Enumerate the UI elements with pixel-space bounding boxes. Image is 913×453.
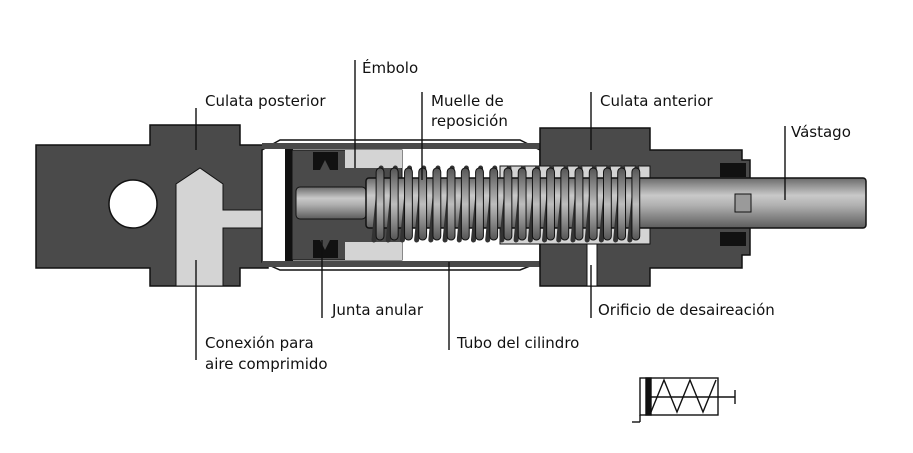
vent-hole <box>586 243 598 287</box>
spring-coil <box>546 167 555 241</box>
rear-end-cap <box>35 124 301 287</box>
label-vastago: Vástago <box>791 123 851 141</box>
spring-coil <box>375 167 385 241</box>
label-orificio: Orificio de desaireación <box>598 301 775 319</box>
spring-coil <box>588 167 598 241</box>
spring-coil <box>517 167 527 241</box>
label-culata-posterior: Culata posterior <box>205 92 326 110</box>
spring-coil <box>617 167 627 241</box>
spring-coil <box>460 167 470 241</box>
label-conexion-line1: Conexión para <box>205 334 314 352</box>
ring-seal-bottom <box>313 240 338 258</box>
spring-coil <box>446 167 456 241</box>
label-muelle-line2: reposición <box>431 112 508 130</box>
label-junta-anular: Junta anular <box>332 301 424 319</box>
label-muelle-line1: Muelle de <box>431 92 504 110</box>
label-tubo: Tubo del cilindro <box>457 334 580 352</box>
spring-coil <box>531 167 541 241</box>
label-conexion-line2: aire comprimido <box>205 355 328 373</box>
spring-coil <box>432 167 442 241</box>
spring-coil <box>574 167 584 241</box>
leader-lines <box>195 60 786 360</box>
mounting-hole <box>108 179 158 229</box>
spring-coil <box>389 167 399 241</box>
label-embolo: Émbolo <box>362 59 419 77</box>
label-culata-anterior: Culata anterior <box>600 92 713 110</box>
spring-coil <box>503 167 513 241</box>
spring-coil <box>560 167 570 241</box>
spring-coil <box>489 167 499 241</box>
spring-coil <box>404 167 413 241</box>
single-acting-cylinder-spring-return-symbol <box>632 377 736 423</box>
return-spring <box>371 165 641 243</box>
spring-coil <box>603 167 612 241</box>
spring-coil <box>475 167 484 241</box>
spring-coil <box>631 167 641 241</box>
ring-seal-top <box>313 152 338 170</box>
